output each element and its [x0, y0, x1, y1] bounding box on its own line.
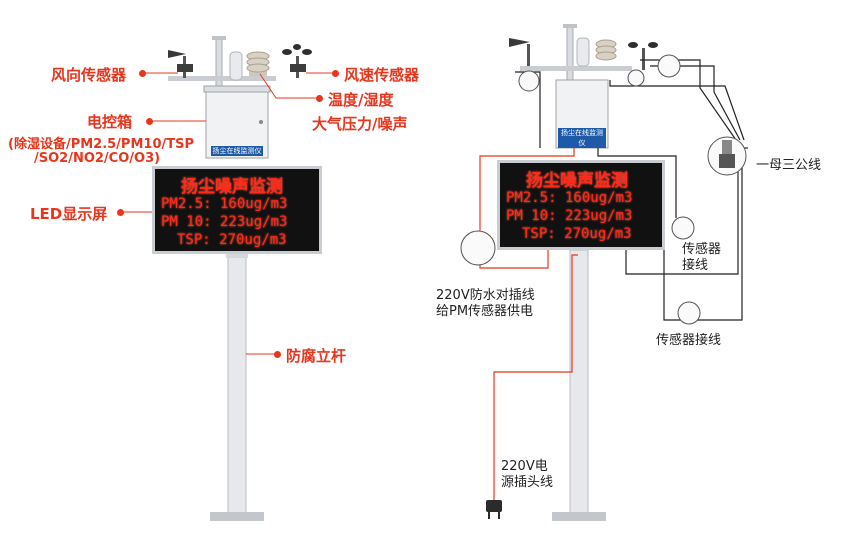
left-led-screen: 扬尘噪声监测 PM2.5: 160ug/m3 PM 10: 223ug/m3 T… — [152, 166, 322, 254]
dot-pole — [274, 351, 281, 358]
label-plug-220-1: 220V防水对插线 — [436, 288, 535, 303]
label-control-box: 电控箱 — [87, 113, 133, 131]
dot-temp-humidity — [316, 95, 323, 102]
right-led-line1: PM2.5: 160ug/m3 — [506, 190, 633, 206]
dot-control-box — [146, 118, 153, 125]
label-power-2: 源插头线 — [501, 475, 554, 490]
left-led-title: 扬尘噪声监测 — [181, 177, 283, 197]
label-sensor-wire-2: 传感器接线 — [656, 333, 722, 348]
power-plug-icon — [486, 500, 502, 519]
label-sensor-wire-1b: 接线 — [682, 258, 709, 273]
left-base-plate — [210, 512, 264, 521]
label-control-box-sub2: /SO2/NO2/CO/O3) — [34, 151, 161, 166]
label-power-1: 220V电 — [501, 459, 548, 474]
left-led-line3: TSP: 270ug/m3 — [177, 232, 287, 248]
anemometer-icon — [282, 44, 312, 78]
right-cross-arm — [520, 66, 632, 71]
temp-humidity-shield-icon — [246, 51, 270, 76]
right-pole — [569, 249, 589, 519]
right-box-tag: 扬尘在线监测仪 — [558, 128, 606, 148]
left-cross-arm — [168, 76, 276, 81]
label-pole: 防腐立杆 — [286, 347, 347, 365]
connector-magnifier-1 — [518, 70, 540, 92]
label-one-to-three: 一母三公线 — [756, 158, 822, 173]
right-base-plate — [552, 512, 606, 521]
left-box-tag: 扬尘在线监测仪 — [211, 146, 263, 156]
connector-magnifier-6 — [671, 216, 695, 240]
right-wind-vane-icon — [509, 38, 530, 66]
splitter-icon — [719, 140, 735, 168]
right-anemometer-icon — [628, 42, 658, 70]
label-control-box-sub1: (除湿设备/PM2.5/PM10/TSP — [8, 137, 194, 152]
dot-led-screen — [117, 209, 124, 216]
left-led-line2: PM 10: 223ug/m3 — [161, 214, 288, 230]
label-temp-humidity: 温度/湿度 — [328, 91, 394, 109]
connector-magnifier-7 — [677, 301, 701, 325]
label-plug-220-2: 给PM传感器供电 — [436, 304, 534, 319]
connector-magnifier-2 — [627, 69, 645, 87]
right-led-title: 扬尘噪声监测 — [526, 171, 628, 191]
label-pressure-noise: 大气压力/噪声 — [312, 115, 408, 133]
connector-magnifier-5 — [460, 230, 496, 266]
right-led-screen: 扬尘噪声监测 PM2.5: 160ug/m3 PM 10: 223ug/m3 T… — [497, 160, 665, 250]
right-mast — [566, 25, 574, 87]
left-led-line1: PM2.5: 160ug/m3 — [161, 196, 288, 212]
label-wind-direction: 风向传感器 — [51, 66, 127, 84]
wind-vane-icon — [168, 50, 193, 78]
right-led-line2: PM 10: 223ug/m3 — [506, 208, 633, 224]
label-sensor-wire-1: 传感器 — [682, 242, 722, 257]
right-temp-humidity-shield-icon — [595, 39, 617, 61]
label-led-screen: LED显示屏 — [30, 205, 108, 223]
dot-wind-speed — [332, 70, 339, 77]
right-led-line3: TSP: 270ug/m3 — [522, 226, 632, 242]
dot-wind-direction — [139, 70, 146, 77]
label-wind-speed: 风速传感器 — [344, 66, 420, 84]
connector-magnifier-3 — [657, 54, 681, 78]
